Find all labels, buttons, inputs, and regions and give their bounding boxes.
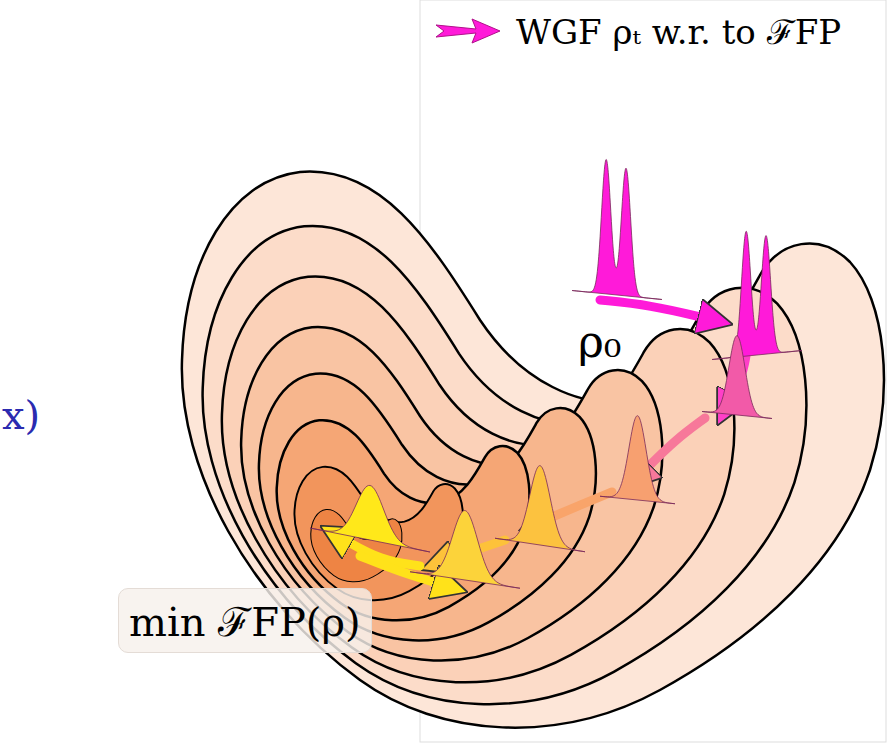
density-bump (572, 160, 662, 300)
density-label: ρ₀ (578, 316, 622, 367)
density-bump (600, 416, 675, 504)
objective-text: min ℱFP(ρ) (119, 589, 371, 652)
legend-row: WGF ρₜ w.r. to ℱFP (432, 8, 841, 54)
contour-line (294, 467, 462, 600)
flow-arrow (600, 300, 705, 318)
density-bump (712, 231, 802, 359)
flow-arrows (345, 300, 748, 584)
flow-arrow (645, 418, 705, 470)
density-bump (495, 466, 585, 552)
density-bump (410, 511, 520, 589)
density-bump (310, 485, 430, 552)
flow-arrow (360, 556, 440, 584)
density-bump (702, 336, 772, 419)
objective-box: min ℱFP(ρ) (118, 588, 372, 653)
density-bumps (310, 160, 802, 589)
formula-fragment: x) (2, 392, 40, 438)
legend-text: WGF ρₜ w.r. to ℱFP (516, 8, 841, 54)
legend-arrow-sample (432, 11, 504, 51)
